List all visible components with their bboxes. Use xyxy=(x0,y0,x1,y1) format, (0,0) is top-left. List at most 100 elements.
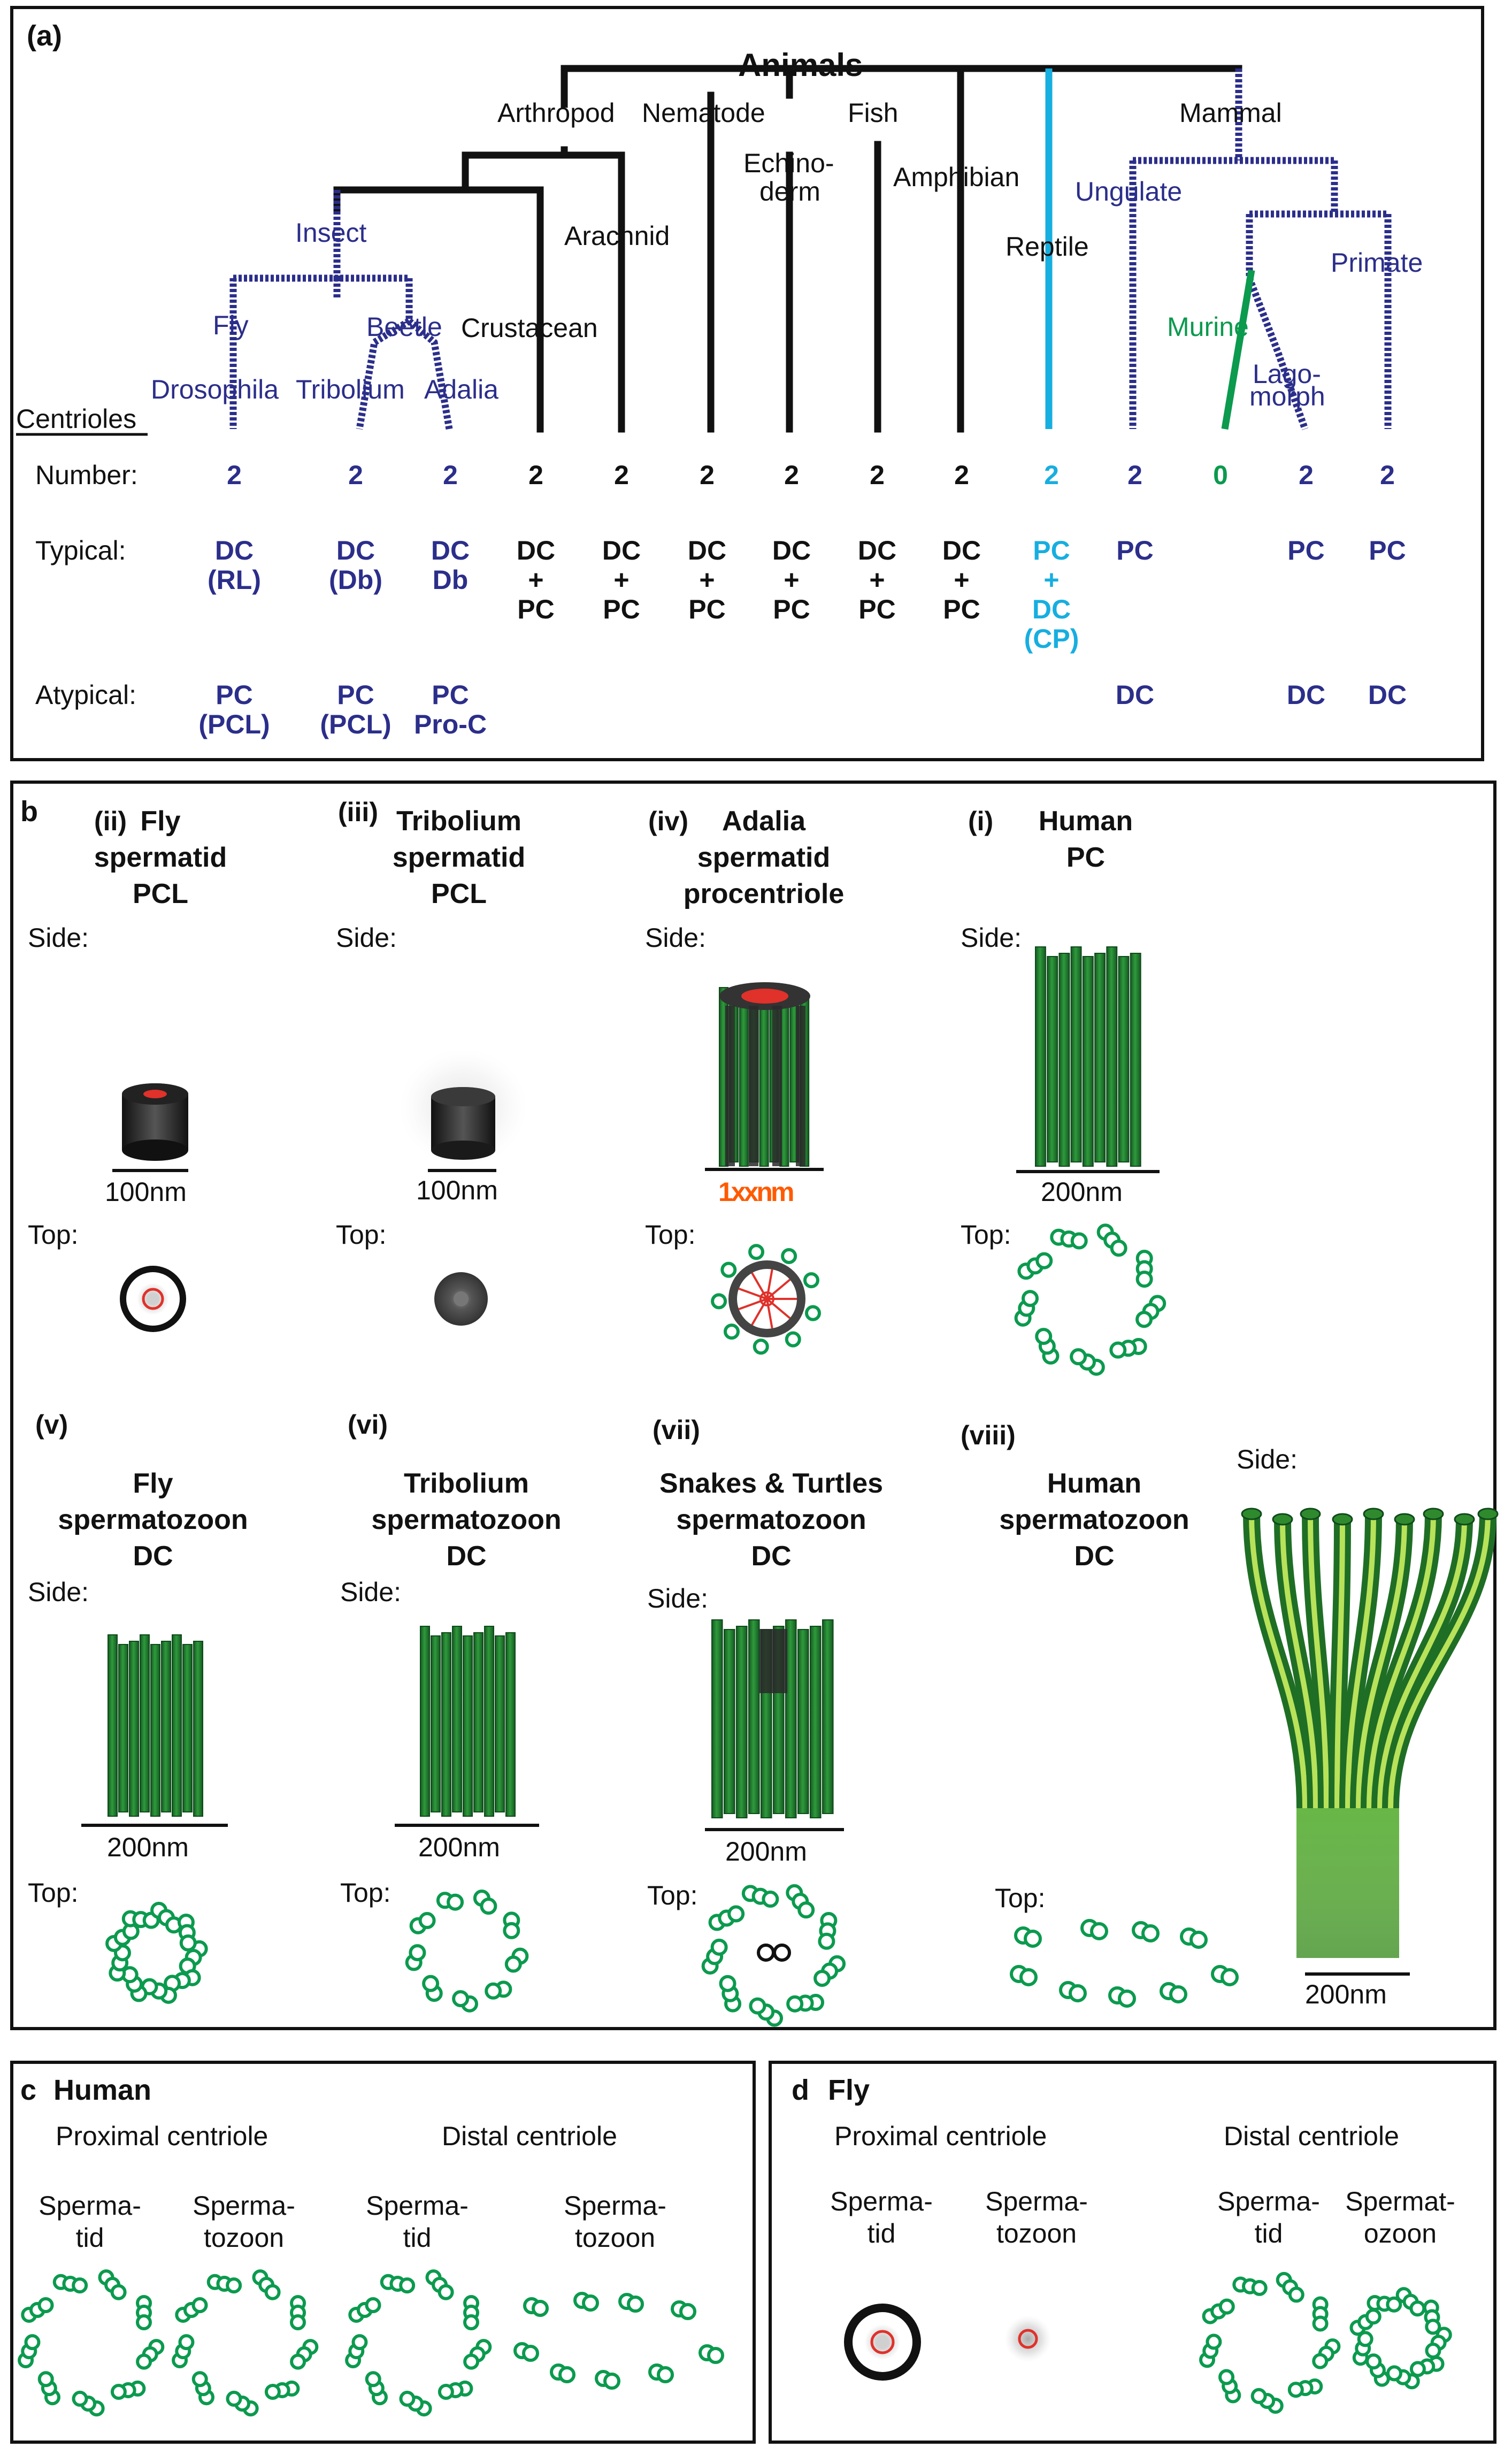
panel-d-group-proximal: Proximal centriole xyxy=(834,2121,1047,2151)
dark-rod xyxy=(772,1006,782,1166)
microtubule xyxy=(226,2277,242,2294)
atypical-centriole: DC xyxy=(1368,680,1407,710)
microtubule xyxy=(495,1635,505,1812)
microtubule xyxy=(1218,2298,1235,2315)
microtubule xyxy=(719,1975,736,1992)
panel-b-label: b xyxy=(20,795,38,828)
panel-b-titles: (ii)FlyspermatidPCL(iii)Triboliumspermat… xyxy=(35,797,1189,1572)
side-label-iii: Side: xyxy=(336,923,397,953)
cartwheel-spoke xyxy=(766,1298,791,1319)
typical-centriole: DC xyxy=(688,536,726,565)
taxon-nematode: Nematode xyxy=(642,98,765,128)
top-label-vii: Top: xyxy=(647,1880,698,1910)
root-label: Animals xyxy=(738,47,863,83)
panel-b-item-title: spermatid xyxy=(393,842,526,873)
microtubule xyxy=(1425,2319,1441,2335)
human-pc-side xyxy=(1035,946,1141,1167)
microtubule-tip xyxy=(1454,1513,1475,1526)
microtubule xyxy=(438,2384,454,2400)
taxon-echinoderm-1: Echino- xyxy=(743,148,834,178)
microtubule xyxy=(463,1635,473,1817)
panel-c-frame xyxy=(10,2061,756,2444)
panel-b-item-title: spermatozoon xyxy=(371,1504,561,1535)
microtubule xyxy=(37,2297,54,2314)
typical-centriole: Db xyxy=(433,565,469,595)
microtubule xyxy=(140,1634,150,1812)
centriole-number: 2 xyxy=(528,460,543,490)
panel-b-item-title: DC xyxy=(133,1541,173,1572)
microtubule xyxy=(1118,956,1130,1162)
d-col2-line1: Sperma- xyxy=(985,2186,1088,2216)
microtubule xyxy=(172,1634,182,1817)
typical-centriole: PC xyxy=(688,594,725,624)
panel-c-col-labels: Sperma- tid Sperma- tozoon Sperma- tid S… xyxy=(39,2191,666,2253)
top-label-vi: Top: xyxy=(340,1878,391,1908)
microtubule xyxy=(1047,956,1058,1162)
fly-dc-top xyxy=(105,1901,208,2004)
taxon-labels: Arthropod Nematode Echino- derm Fish Amp… xyxy=(151,98,1423,411)
microtubule xyxy=(1070,1232,1088,1250)
microtubule xyxy=(736,1626,748,1818)
side-label-vii: Side: xyxy=(647,1583,708,1613)
dark-rod xyxy=(725,1006,735,1166)
typical-centriole: (CP) xyxy=(1024,624,1079,654)
taxon-arthropod: Arthropod xyxy=(497,98,615,128)
centriole-number: 0 xyxy=(1213,460,1228,490)
panel-b-item-title: spermatozoon xyxy=(999,1504,1189,1535)
panel-b-item-title: Human xyxy=(1047,1468,1141,1499)
centriole-columns: 2DC(RL)PC(PCL)2DC(Db)PC(PCL)2DCDbPCPro-C… xyxy=(198,460,1407,739)
microtubule-tip xyxy=(1477,1508,1499,1520)
microtubule xyxy=(1409,2361,1426,2377)
microtubule xyxy=(161,1641,171,1812)
microtubule xyxy=(178,2334,195,2351)
murine-branch xyxy=(1221,269,1255,430)
microtubule xyxy=(1090,1922,1108,1940)
microtubule xyxy=(1206,2334,1222,2350)
microtubule xyxy=(748,1244,765,1260)
taxon-amphibian: Amphibian xyxy=(893,162,1019,192)
centriole-number: 2 xyxy=(784,460,799,490)
side-label-i: Side: xyxy=(961,923,1022,953)
microtubule xyxy=(1365,2308,1381,2325)
microtubule xyxy=(1070,1348,1087,1366)
adalia-procentriole-top xyxy=(711,1244,821,1355)
cartwheel-spoke xyxy=(738,1287,767,1300)
microtubule-tip xyxy=(1423,1508,1444,1520)
top-label-v: Top: xyxy=(28,1878,79,1908)
panel-c-group-proximal: Proximal centriole xyxy=(56,2121,268,2151)
centriole-number: 2 xyxy=(1127,460,1142,490)
panel-b-item-number: (v) xyxy=(35,1410,68,1440)
microtubule xyxy=(818,1932,835,1950)
dark-rod xyxy=(749,1006,758,1166)
taxon-crustacean: Crustacean xyxy=(461,313,598,343)
microtubule xyxy=(1287,2382,1304,2398)
d-col4-line2: ozoon xyxy=(1364,2218,1437,2248)
panel-b-item-number: (i) xyxy=(968,806,993,836)
microtubule xyxy=(1058,953,1070,1167)
microtubule xyxy=(1035,1252,1053,1269)
microtubule xyxy=(129,1641,139,1817)
microtubule xyxy=(1141,1924,1160,1942)
microtubule xyxy=(781,1248,797,1264)
taxon-adalia: Adalia xyxy=(424,374,498,404)
microtubule xyxy=(438,2284,454,2300)
typical-centriole: DC xyxy=(942,536,981,565)
panel-d-title: Fly xyxy=(828,2074,870,2106)
microtubule xyxy=(226,2390,242,2407)
taxon-primate: Primate xyxy=(1331,248,1423,278)
atypical-centriole: PC xyxy=(432,680,469,710)
typical-centriole: + xyxy=(699,565,715,595)
microtubule xyxy=(739,993,749,1167)
atypical-centriole: DC xyxy=(1116,680,1154,710)
microtubule xyxy=(1250,2388,1267,2404)
scale-label-vii: 200nm xyxy=(725,1837,807,1866)
panel-b-item-title: PCL xyxy=(133,878,188,909)
c-col3-line1: Sperma- xyxy=(366,2191,469,2221)
microtubule xyxy=(1035,946,1046,1167)
cartwheel xyxy=(741,989,788,1004)
panel-b-item-title: DC xyxy=(446,1541,486,1572)
typical-centriole: DC xyxy=(336,536,375,565)
panel-d-rings xyxy=(1199,2271,1452,2414)
snakes-dc-side xyxy=(711,1619,834,1818)
central-microtubule xyxy=(757,1944,775,1962)
